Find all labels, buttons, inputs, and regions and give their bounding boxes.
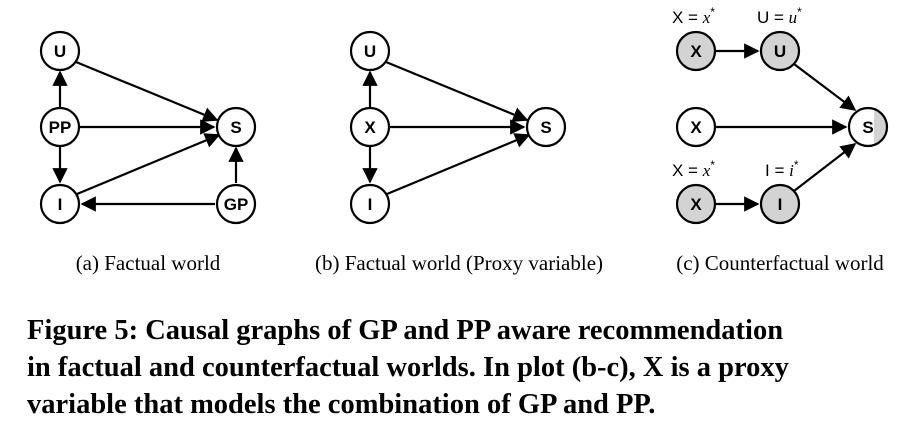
svg-text:I: I xyxy=(58,195,63,214)
node-a-pp: PP xyxy=(39,106,81,148)
subcaption-a: (a) Factual world xyxy=(76,251,221,275)
annot-u-top: U = u* xyxy=(757,5,802,27)
svg-text:U: U xyxy=(774,42,786,61)
edge-b-u-s xyxy=(385,60,529,122)
node-b-x: X xyxy=(349,106,391,148)
node-c-x-bottom: X xyxy=(675,183,717,225)
causal-graphs-figure: U PP I S GP (a) Factual world U xyxy=(39,5,889,275)
figure-caption: Figure 5: Causal graphs of GP and PP awa… xyxy=(27,312,917,423)
annot-x-bottom: X = x* xyxy=(672,158,715,180)
node-b-u: U xyxy=(349,30,391,72)
caption-line-2: in factual and counterfactual worlds. In… xyxy=(27,352,789,383)
panel-a: U PP I S GP (a) Factual world xyxy=(39,30,257,275)
svg-text:S: S xyxy=(540,118,551,137)
caption-line-3: variable that models the combination of … xyxy=(27,389,656,420)
node-c-s: S xyxy=(847,106,889,148)
svg-text:U: U xyxy=(364,42,376,61)
node-a-u: U xyxy=(39,30,81,72)
edge-u-s xyxy=(75,60,219,122)
svg-text:X: X xyxy=(690,42,702,61)
svg-text:S: S xyxy=(862,118,873,137)
edge-b-i-s xyxy=(386,133,531,196)
node-a-s: S xyxy=(215,106,257,148)
node-a-i: I xyxy=(39,183,81,225)
node-c-u: U xyxy=(759,30,801,72)
svg-text:X: X xyxy=(690,118,702,137)
svg-text:GP: GP xyxy=(224,195,249,214)
node-c-x-middle: X xyxy=(675,106,717,148)
annot-x-top: X = x* xyxy=(672,5,715,27)
subcaption-b: (b) Factual world (Proxy variable) xyxy=(315,251,603,275)
node-c-x-top: X xyxy=(675,30,717,72)
svg-text:PP: PP xyxy=(49,118,72,137)
edge-c-i-s xyxy=(793,143,857,192)
node-c-i: I xyxy=(759,183,801,225)
caption-line-1: Figure 5: Causal graphs of GP and PP awa… xyxy=(27,315,784,346)
svg-text:X: X xyxy=(690,195,702,214)
svg-text:S: S xyxy=(230,118,241,137)
svg-text:I: I xyxy=(778,195,783,214)
svg-text:X: X xyxy=(364,118,376,137)
node-a-gp: GP xyxy=(215,183,257,225)
subcaption-c: (c) Counterfactual world xyxy=(676,251,884,275)
panel-b: U X I S (b) Factual world (Proxy variabl… xyxy=(315,30,603,275)
panel-c: X = x* U = u* X = x* I = i* X U X S X I xyxy=(672,5,889,275)
annot-i-bottom: I = i* xyxy=(765,158,799,180)
edge-i-s xyxy=(76,133,221,196)
edge-c-u-s xyxy=(793,63,857,111)
node-b-i: I xyxy=(349,183,391,225)
node-b-s: S xyxy=(525,106,567,148)
svg-text:U: U xyxy=(54,42,66,61)
svg-text:I: I xyxy=(368,195,373,214)
